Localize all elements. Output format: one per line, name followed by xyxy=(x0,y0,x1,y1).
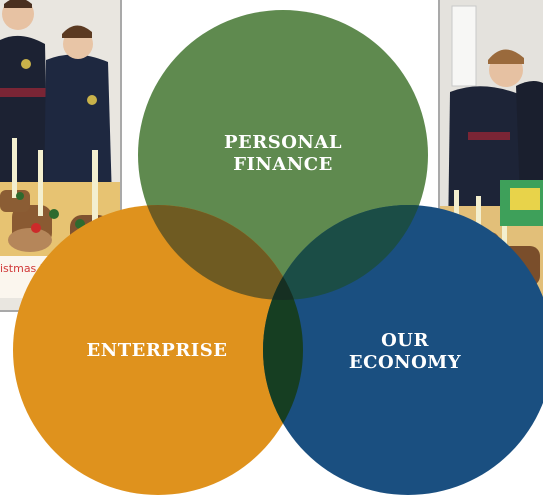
label-enterprise: ENTERPRISE xyxy=(86,340,228,361)
label-personal-finance: PERSONAL FINANCE xyxy=(224,132,342,175)
overlap-personal-enterprise xyxy=(138,205,303,300)
label-our-economy: OUR ECONOMY xyxy=(348,330,462,373)
overlap-personal-economy xyxy=(263,205,428,300)
